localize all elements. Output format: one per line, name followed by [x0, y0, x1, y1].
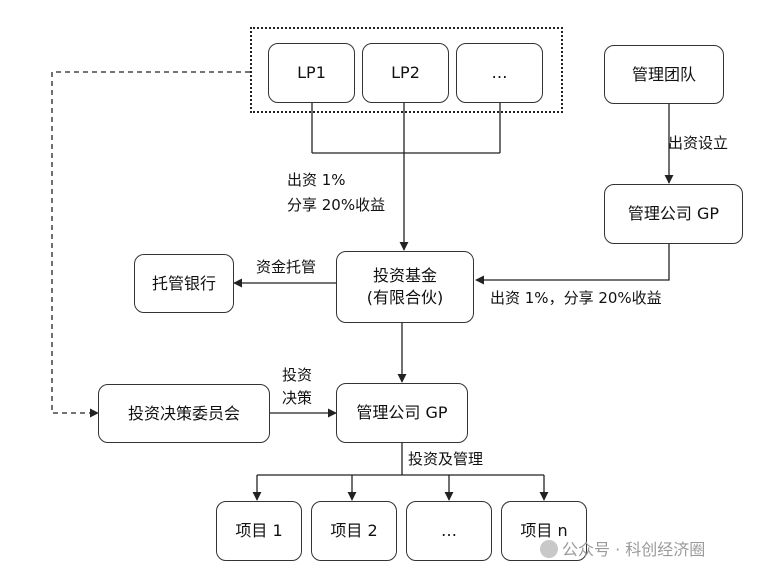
- gp-to-fund-arrow: [475, 244, 670, 285]
- fund-label-2: (有限合伙): [366, 288, 444, 307]
- project-more-label: …: [441, 521, 457, 540]
- lp-to-committee-dashed-arrow: [51, 71, 250, 418]
- lp1-node: LP1: [268, 43, 355, 103]
- invest-label-1: 投资: [282, 366, 313, 384]
- lp-contrib-label-2: 分享 20%收益: [287, 196, 386, 214]
- lp2-label: LP2: [391, 63, 420, 82]
- fund-label-1: 投资基金: [372, 266, 437, 285]
- bank-node: 托管银行: [134, 254, 234, 313]
- mgmt-team-node: 管理团队: [604, 45, 724, 104]
- project-n-label: 项目 n: [520, 521, 568, 540]
- lp-more-node: …: [456, 43, 543, 103]
- gp-to-projects-connector: [257, 443, 544, 476]
- gp-contrib-label: 出资 1%，分享 20%收益: [490, 289, 662, 307]
- project-1-node: 项目 1: [216, 501, 302, 561]
- custody-label: 资金托管: [256, 258, 317, 276]
- fund-node: 投资基金 (有限合伙): [336, 251, 474, 323]
- lp-group-box: [250, 27, 563, 113]
- project-more-node: …: [406, 501, 492, 561]
- bank-label: 托管银行: [151, 273, 216, 293]
- watermark: 公众号 · 科创经济圈: [540, 536, 705, 560]
- team-setup-label: 出资设立: [668, 134, 729, 152]
- lp2-node: LP2: [362, 43, 449, 103]
- lp-more-label: …: [491, 63, 508, 82]
- watermark-text: 公众号 · 科创经济圈: [562, 540, 706, 559]
- mgmt-gp-top-label: 管理公司 GP: [627, 204, 720, 223]
- committee-node: 投资决策委员会: [98, 384, 270, 443]
- project-1-label: 项目 1: [235, 521, 283, 540]
- mgmt-gp-top-node: 管理公司 GP: [604, 184, 743, 244]
- committee-label: 投资决策委员会: [127, 403, 240, 423]
- lp-contrib-label-1: 出资 1%: [287, 171, 346, 189]
- wechat-icon: [540, 540, 558, 558]
- project-2-node: 项目 2: [311, 501, 397, 561]
- project-2-label: 项目 2: [330, 521, 378, 540]
- lp-bracket: [311, 102, 501, 154]
- mgmt-team-label: 管理团队: [631, 64, 696, 84]
- invest-manage-label: 投资及管理: [408, 450, 484, 468]
- mgmt-gp-bottom-node: 管理公司 GP: [336, 383, 468, 443]
- mgmt-gp-bottom-label: 管理公司 GP: [356, 403, 448, 422]
- invest-label-2: 决策: [282, 389, 313, 407]
- lp1-label: LP1: [297, 63, 326, 82]
- project-n-node: 项目 n: [501, 501, 587, 561]
